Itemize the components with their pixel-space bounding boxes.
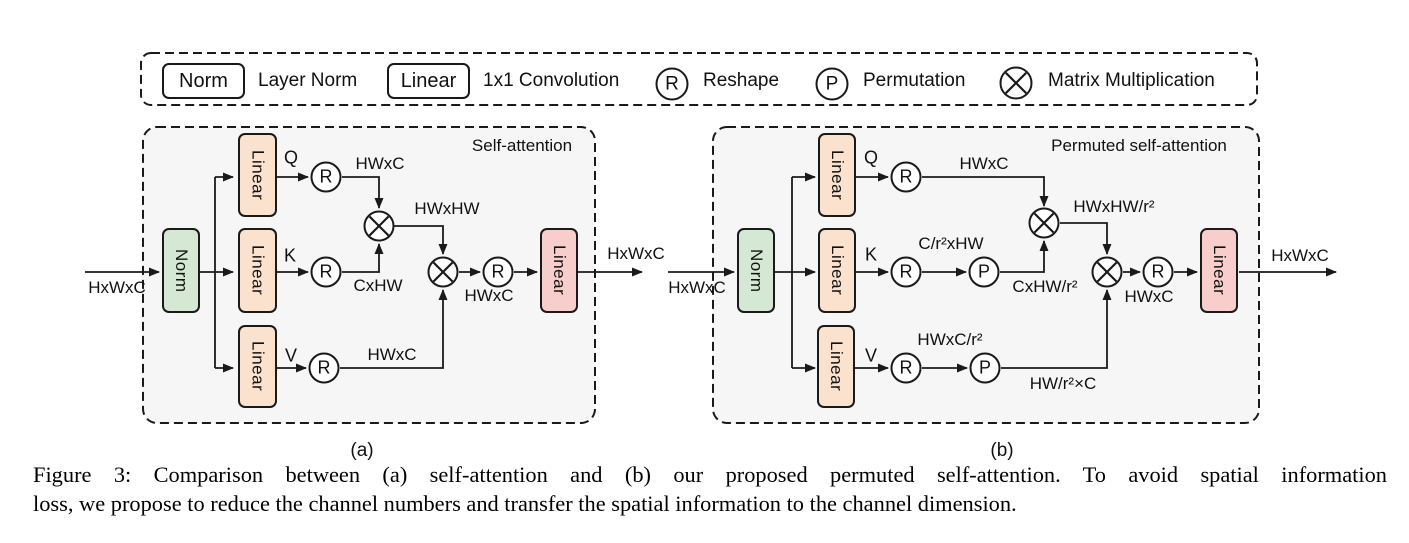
reshape-icon: R — [890, 352, 922, 384]
input-dim-label-b: HxWxC — [668, 278, 726, 297]
q-dim-label-a: HWxC — [355, 154, 405, 173]
reshape-icon: R — [890, 256, 922, 288]
matmul-icon — [1028, 207, 1060, 239]
caption-line-1: Figure 3: Comparison between (a) self-at… — [33, 462, 1387, 487]
permutation-icon: P — [968, 256, 1000, 288]
legend-norm-desc: Layer Norm — [258, 70, 358, 91]
reshape-icon: R — [655, 67, 689, 101]
panel-b-title: Permuted self-attention — [1051, 136, 1227, 155]
q-label-a: Q — [283, 147, 299, 168]
k-dim-permuted-label-b: CxHW/r² — [1012, 277, 1078, 296]
matmul-icon — [999, 66, 1033, 100]
attn-dim-label-b: HWxHW/r² — [1073, 197, 1155, 216]
k-label-a: K — [283, 245, 297, 266]
caption-line-2: loss, we propose to reduce the channel n… — [33, 490, 1017, 516]
reshape-icon: R — [310, 161, 342, 193]
permutation-icon: P — [969, 352, 1001, 384]
norm-node-a: Norm — [162, 228, 200, 313]
reshape-icon: R — [310, 256, 342, 288]
legend-linear-node: Linear — [387, 63, 470, 99]
panel-b-tag: (b) — [990, 440, 1014, 461]
attn-dim-label-a: HWxHW — [414, 199, 480, 218]
linear-v-node-b: Linear — [817, 325, 855, 408]
q-dim-label-b: HWxC — [959, 154, 1009, 173]
reshape-icon: R — [1142, 256, 1174, 288]
k-label-b: K — [864, 244, 878, 265]
out-reshape-dim-label-a: HWxC — [464, 286, 514, 305]
linear-out-node-b: Linear — [1200, 228, 1238, 313]
legend-linear-desc: 1x1 Convolution — [483, 70, 620, 91]
legend-norm-node-label: Norm — [179, 69, 228, 92]
linear-q-node-b: Linear — [818, 133, 856, 217]
reshape-icon: R — [308, 352, 340, 384]
matmul-icon — [427, 256, 459, 288]
out-reshape-dim-label-b: HWxC — [1124, 287, 1174, 306]
linear-v-node-a: Linear — [238, 325, 277, 408]
matmul-icon — [363, 210, 395, 242]
v-dim-permuted-label-b: HW/r²×C — [1029, 374, 1097, 393]
linear-q-node-a: Linear — [238, 133, 277, 217]
legend-linear-node-label: Linear — [400, 69, 457, 92]
panel-a-title: Self-attention — [471, 136, 573, 155]
q-label-b: Q — [863, 147, 879, 168]
norm-node-b: Norm — [737, 228, 775, 313]
linear-k-node-a: Linear — [238, 228, 277, 313]
panel-b-wires — [668, 172, 1337, 373]
panel-a-wires — [85, 172, 643, 373]
legend-matmul-desc: Matrix Multiplication — [1048, 70, 1215, 91]
figure-caption: Figure 3: Comparison between (a) self-at… — [33, 461, 1387, 518]
output-dim-label-b: HxWxC — [1271, 246, 1329, 265]
k-dim-label-a: CxHW — [353, 276, 403, 295]
v-label-b: V — [864, 345, 878, 366]
permutation-icon: P — [815, 67, 849, 101]
linear-k-node-b: Linear — [818, 228, 856, 313]
legend-permutation-desc: Permutation — [863, 70, 966, 91]
reshape-icon: R — [890, 161, 922, 193]
output-dim-label-a: HxWxC — [607, 244, 665, 263]
panel-a-tag: (a) — [350, 440, 374, 461]
input-dim-label-a: HxWxC — [88, 278, 146, 297]
v-label-a: V — [284, 345, 298, 366]
matmul-icon — [1091, 256, 1123, 288]
reshape-icon: R — [482, 256, 514, 288]
k-dim-reshaped-label-b: C/r²xHW — [918, 234, 984, 253]
linear-out-node-a: Linear — [540, 228, 578, 313]
v-dim-label-a: HWxC — [367, 345, 417, 364]
legend-reshape-desc: Reshape — [703, 70, 780, 91]
legend-norm-node: Norm — [162, 63, 245, 99]
v-dim-reshaped-label-b: HWxC/r² — [917, 330, 983, 349]
